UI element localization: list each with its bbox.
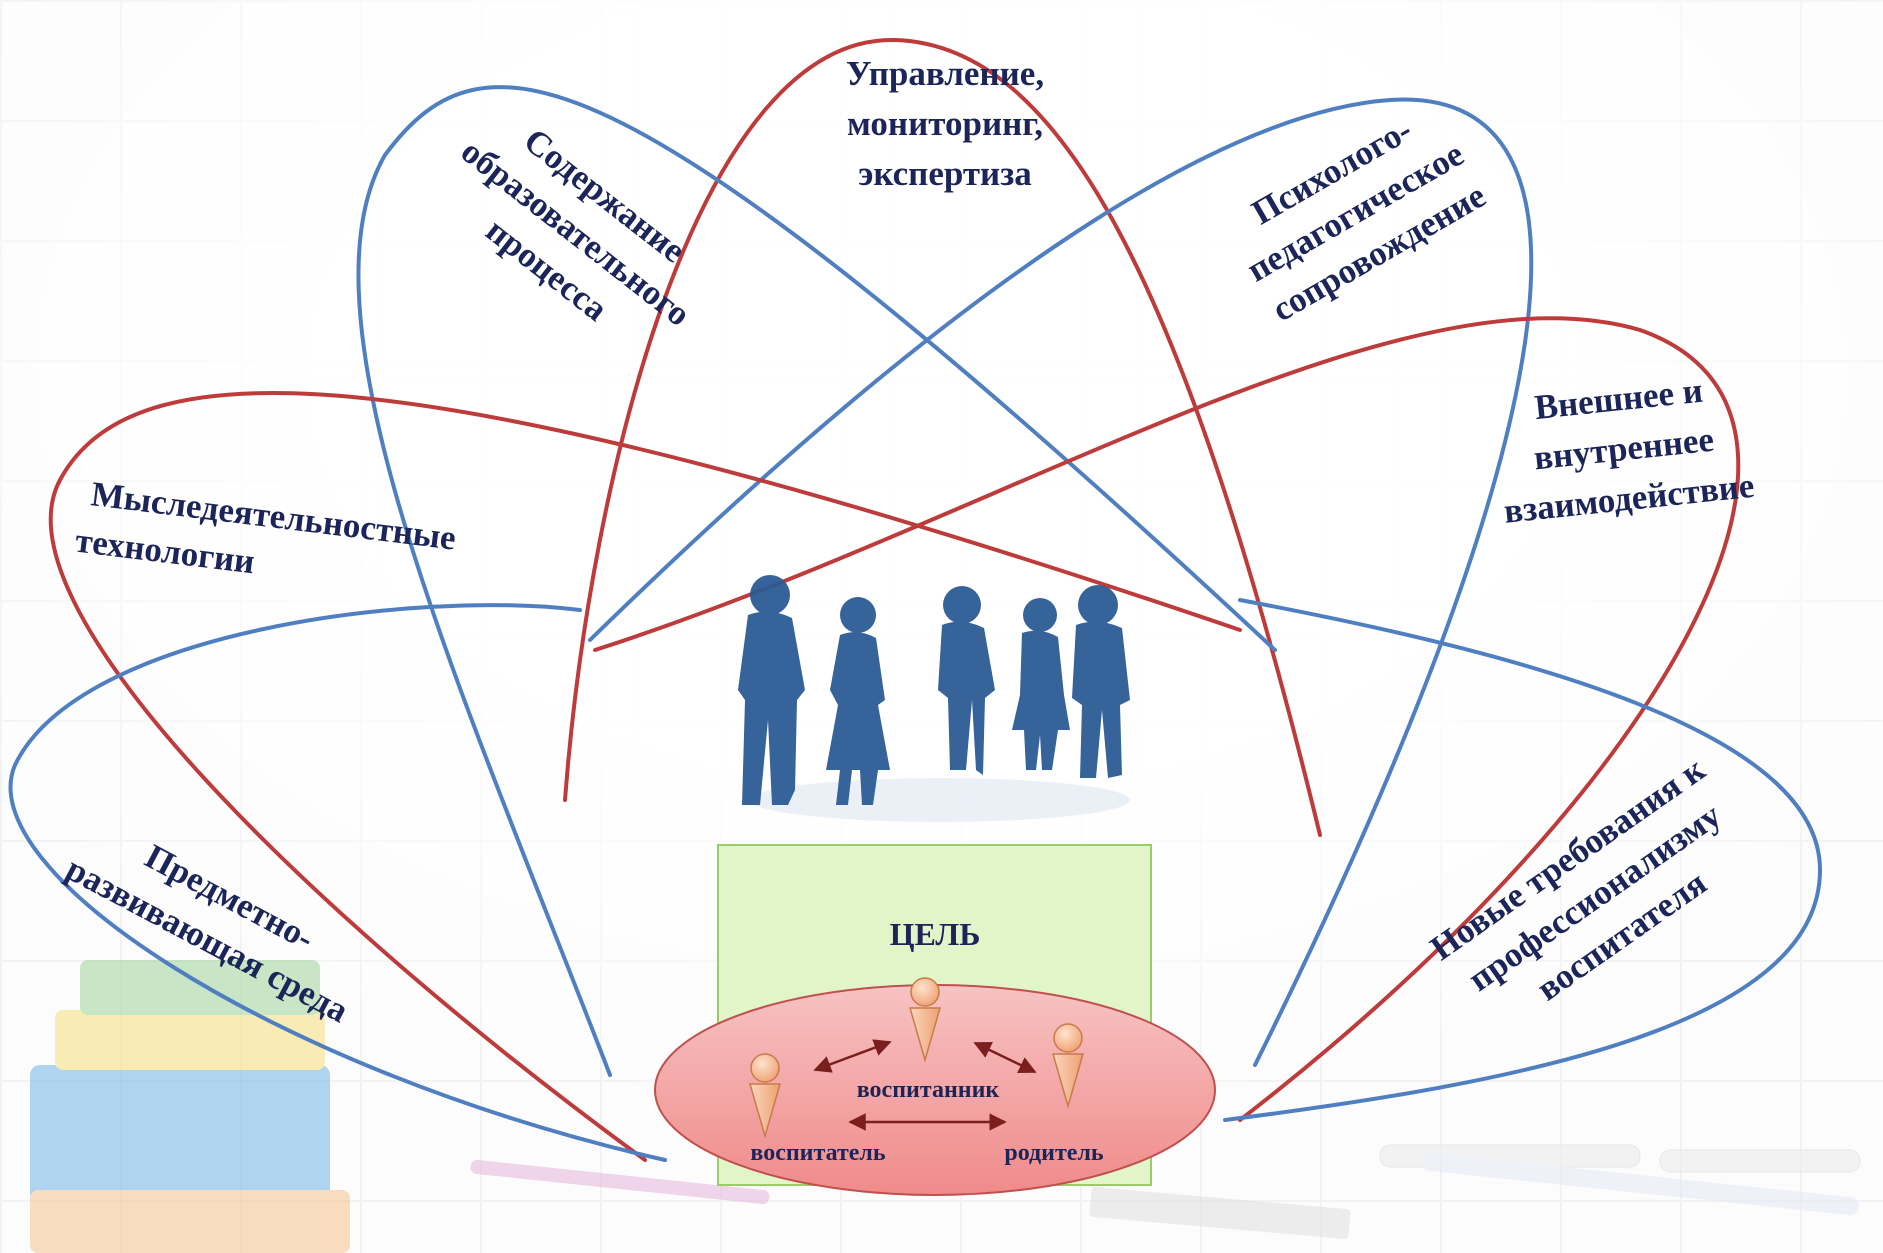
loop-upravlenie [563, 37, 1322, 837]
loop-predmetno [8, 603, 667, 1162]
loop-soderzhanie [356, 85, 1277, 1077]
relation-arrows [813, 1039, 1037, 1131]
teacher-figure-icon [749, 1053, 781, 1139]
parent-figure-icon [1052, 1023, 1084, 1109]
loop-psiholog [588, 97, 1534, 1067]
petal-upravlenie-line-3: экспертиза [858, 154, 1032, 193]
pencils-decoration [470, 1144, 1861, 1239]
loop-mysle [48, 391, 1242, 1162]
goal-label: ЦЕЛЬ [890, 916, 981, 952]
loop-novye [1223, 598, 1823, 1122]
parent-label: родитель [1004, 1140, 1104, 1166]
loop-vneshnee [593, 316, 1741, 1122]
petal-novye: Новые требования к профессионализму восп… [1423, 749, 1728, 1008]
petal-vneshnee-line-2: внутреннее [1532, 420, 1716, 478]
petal-upravlenie-line-2: мониторинг, [847, 104, 1043, 143]
petal-vneshnee-line-1: Внешнее и [1533, 371, 1705, 427]
pupil-label: воспитанник [857, 1077, 1000, 1103]
petal-mysle: Мыследеятельностные технологии [73, 474, 458, 581]
petal-soderzhanie: Содержание образовательного процесса [454, 121, 698, 334]
pupil-figure-icon [909, 977, 941, 1063]
petal-upravlenie: Управление, мониторинг, экспертиза [846, 54, 1044, 193]
teacher-label: воспитатель [750, 1140, 885, 1166]
petal-upravlenie-line-1: Управление, [846, 54, 1044, 93]
petal-psiholog: Психолого- педагогическое сопровождение [1240, 110, 1492, 329]
loops [8, 37, 1823, 1162]
books-decoration [30, 960, 350, 1253]
people-silhouette-icon [738, 575, 1130, 822]
petal-vneshnee: Внешнее и внутреннее взаимодействие [1502, 371, 1756, 531]
